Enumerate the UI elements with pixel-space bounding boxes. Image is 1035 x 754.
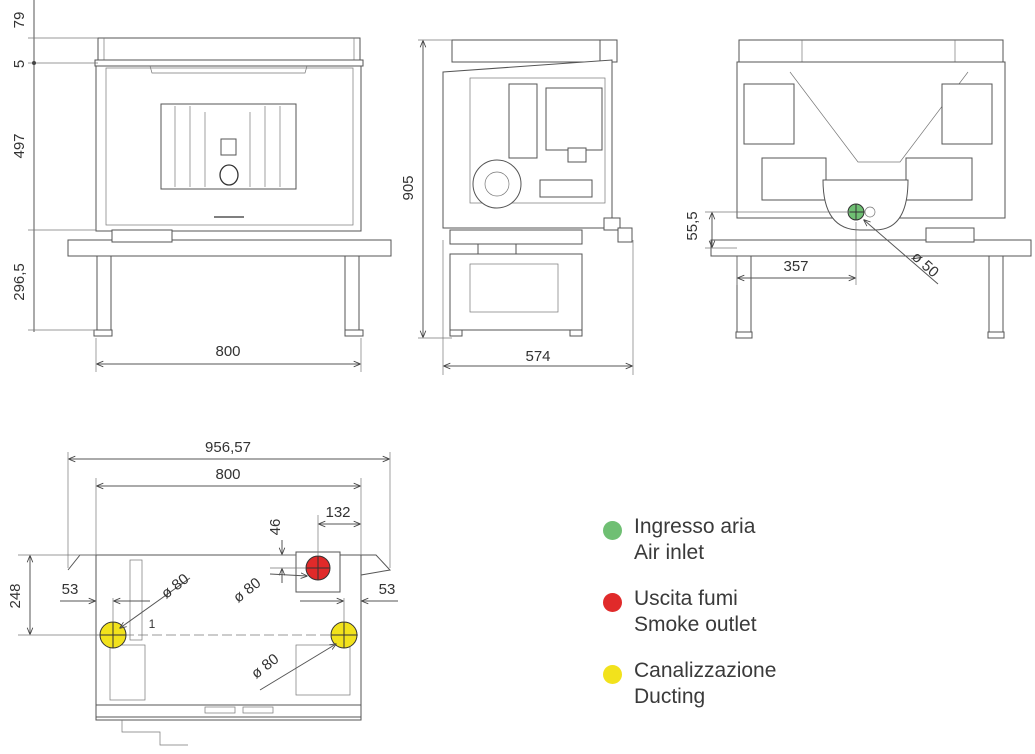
dim-outlet-from-edge: 132 [325, 504, 350, 521]
dim-width: 800 [215, 343, 240, 360]
air-inlet-dot [603, 521, 622, 540]
dim-top: 79 [11, 12, 28, 29]
dim-frame: 5 [11, 60, 28, 68]
front-leg-left [96, 255, 112, 331]
dim-top-width: 800 [215, 466, 240, 483]
legend-item-smoke-outlet: Uscita fumi Smoke outlet [603, 586, 843, 658]
legend-label-ducting: Canalizzazione Ducting [634, 658, 776, 710]
side-top-cap [451, 39, 618, 63]
legend-label-air-inlet: Ingresso aria Air inlet [634, 514, 755, 566]
dim-top-depth: 248 [7, 583, 24, 608]
marker-label: 1 [149, 617, 156, 631]
dim-body: 497 [11, 133, 28, 158]
dim-inlet-offset: 357 [783, 258, 808, 275]
front-base [67, 239, 392, 257]
legend: Ingresso aria Air inlet Uscita fumi Smok… [603, 514, 843, 730]
dim-outlet-offset: 46 [267, 519, 284, 536]
legend-label-smoke-outlet: Uscita fumi Smoke outlet [634, 586, 757, 638]
top-view [18, 452, 398, 746]
legend-ducting-it: Canalizzazione [634, 659, 777, 682]
legend-air-inlet-en: Air inlet [634, 541, 705, 564]
front-view [28, 0, 392, 372]
smoke-outlet-dot [603, 593, 622, 612]
dim-overall-width: 956,57 [205, 439, 251, 456]
rear-view [705, 39, 1032, 339]
front-frame [94, 59, 364, 67]
dim-legs: 296,5 [11, 263, 28, 301]
rear-chamber [822, 179, 909, 231]
ducting-dot [603, 665, 622, 684]
rear-base [710, 239, 1032, 257]
side-hopper [508, 83, 538, 159]
legend-item-air-inlet: Ingresso aria Air inlet [603, 514, 843, 586]
side-view [418, 39, 634, 375]
rear-leg-right [988, 255, 1004, 333]
dim-depth: 574 [525, 348, 550, 365]
front-leg-right [344, 255, 360, 331]
legend-air-inlet-it: Ingresso aria [634, 515, 756, 538]
rear-top-cap [738, 39, 1004, 63]
side-fan [472, 159, 522, 209]
legend-smoke-outlet-en: Smoke outlet [634, 613, 757, 636]
rear-leg-left [736, 255, 752, 333]
dim-inlet-height: 55,5 [684, 211, 701, 240]
brand-logo [220, 138, 237, 156]
legend-smoke-outlet-it: Uscita fumi [634, 587, 738, 610]
legend-ducting-en: Ducting [634, 685, 706, 708]
front-top-cap [97, 37, 361, 61]
dim-height: 905 [400, 175, 417, 200]
dim-right-offset: 53 [379, 581, 396, 598]
side-stand [449, 253, 583, 331]
legend-item-ducting: Canalizzazione Ducting [603, 658, 843, 730]
dim-left-offset: 53 [62, 581, 79, 598]
top-front-rail [95, 704, 362, 718]
burner-ring [219, 164, 239, 186]
